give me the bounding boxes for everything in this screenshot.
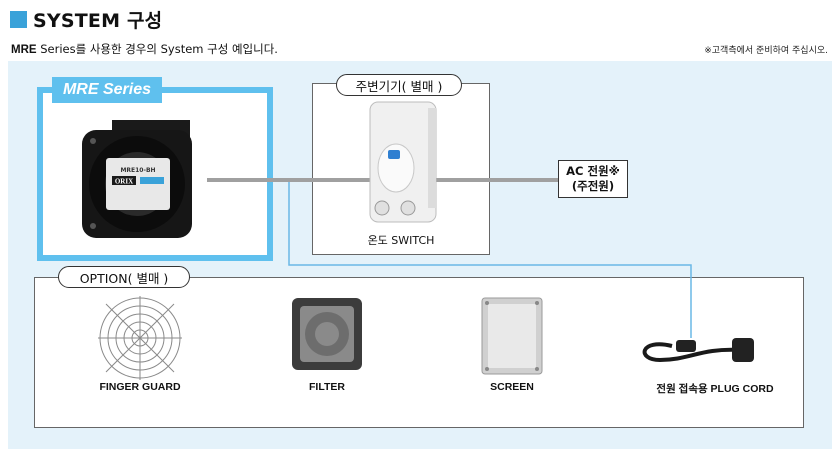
option-group-label: OPTION( 별매 ) (58, 266, 190, 288)
subtitle-brand: MRE (11, 44, 37, 56)
option-label-filter: FILTER (309, 381, 345, 393)
filter-icon (292, 298, 362, 370)
option-label-plug-cord: 전원 접속용 PLUG CORD (656, 383, 774, 395)
ac-power-label: AC 전원※ (566, 164, 620, 178)
fan-icon: ORIX MRE10-BH (82, 120, 192, 238)
thermostat-switch-icon (369, 101, 437, 223)
fan-brand-text: ORIX (115, 178, 133, 186)
option-label-screen: SCREEN (490, 381, 534, 393)
peripheral-group-label: 주변기기( 별매 ) (336, 74, 462, 96)
finger-guard-icon (98, 296, 182, 380)
plug-cord-icon (642, 338, 754, 363)
fan-model-text: MRE10-BH (120, 167, 155, 174)
option-label-finger-guard: FINGER GUARD (99, 381, 181, 393)
customer-note: ※고객측에서 준비하여 주십시오. (704, 46, 828, 56)
title-marker (10, 10, 27, 28)
page-subtitle: MRE Series를 사용한 경우의 System 구성 예입니다. (11, 41, 278, 57)
ac-power-box: AC 전원※ (주전원) (558, 160, 628, 198)
page-title: SYSTEM 구성 (33, 9, 163, 32)
product-series-tag: MRE Series (52, 77, 162, 103)
page-header: SYSTEM 구성 (10, 7, 163, 32)
temperature-switch-label: 온도 SWITCH (367, 234, 435, 247)
main-power-label: (주전원) (571, 179, 615, 193)
plug-cord-line (288, 182, 692, 338)
subtitle-text: Series를 사용한 경우의 System 구성 예입니다. (36, 42, 278, 56)
option-group-box (34, 277, 804, 428)
screen-icon (481, 297, 543, 375)
